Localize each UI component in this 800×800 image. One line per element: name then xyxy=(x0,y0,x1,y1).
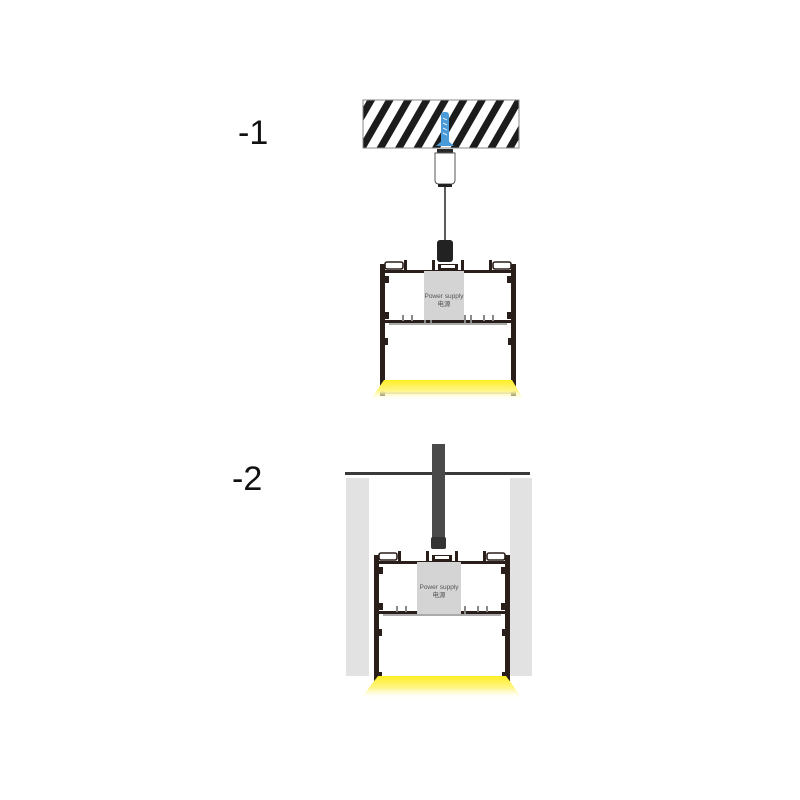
power-supply-label-en: Power supply xyxy=(419,584,459,591)
anchor-icon xyxy=(436,112,454,146)
light-beam xyxy=(370,380,524,400)
recess-wall-right xyxy=(510,478,532,676)
wire-gripper xyxy=(437,240,453,262)
power-supply-label-zh: 电源 xyxy=(438,299,452,308)
panel-1-diagram: Power supply 电源 xyxy=(362,99,524,400)
power-supply xyxy=(417,562,461,614)
panel-2-diagram: Power supply 电源 xyxy=(345,444,532,698)
suspension-rod xyxy=(432,444,445,542)
ceiling-canopy xyxy=(434,149,456,187)
recess-wall-left xyxy=(346,478,369,676)
panel-1-label: -1 xyxy=(238,114,269,152)
panel-2-label: -2 xyxy=(232,460,263,498)
power-supply-label-zh: 电源 xyxy=(433,590,447,599)
light-beam xyxy=(361,676,522,698)
rod-connector xyxy=(431,537,446,549)
power-supply-label-en: Power supply xyxy=(424,293,464,300)
power-supply xyxy=(424,271,464,320)
